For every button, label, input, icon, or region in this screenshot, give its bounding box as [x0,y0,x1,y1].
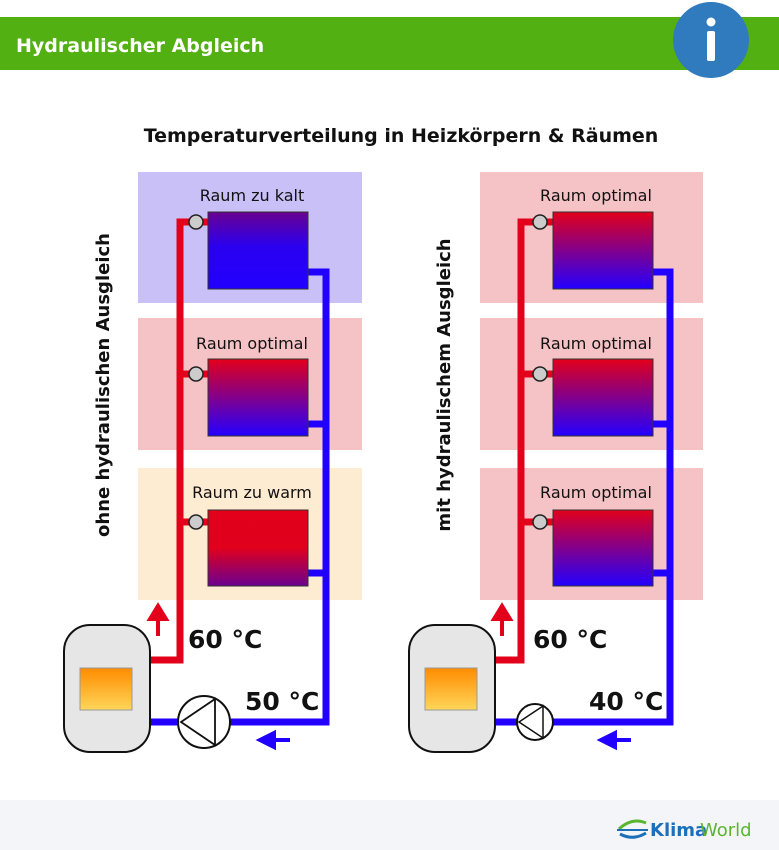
radiator [207,211,309,290]
side-label: mit hydraulischem Ausgleich [434,238,455,531]
return-temp: 50 °C [245,687,319,716]
radiator [552,211,654,290]
svg-text:Klima: Klima [650,820,707,841]
valve-icon [532,514,548,530]
room-label: Raum optimal [540,483,652,502]
supply-temp: 60 °C [188,625,262,654]
side-label: ohne hydraulischen Ausgleich [93,233,114,537]
arrow-left-icon [255,729,290,751]
arrow-up-icon [490,602,514,636]
return-temp: 40 °C [589,687,663,716]
room-label: Raum optimal [540,334,652,353]
pump-icon [177,695,231,749]
footer [0,800,779,850]
arrow-left-icon [596,729,631,751]
radiator [552,358,654,437]
right-system: Raum optimal Raum optimal Raum optimal 6… [408,172,703,753]
radiator [207,358,309,437]
klimaworld-logo: Klima World [617,819,752,841]
room-label: Raum optimal [540,186,652,205]
left-system: Raum zu kalt Raum optimal Raum zu warm 6… [63,172,362,753]
arrow-up-icon [146,602,170,636]
radiator [207,509,309,587]
valve-icon [188,514,204,530]
supply-temp: 60 °C [533,625,607,654]
valve-icon [532,366,548,382]
boiler-icon [63,624,151,753]
valve-icon [532,214,548,230]
valve-icon [188,214,204,230]
valve-icon [188,366,204,382]
header-bar [0,17,779,70]
return-pipe [495,268,674,726]
room-label: Raum zu warm [192,483,312,502]
pump-icon [516,703,554,741]
return-pipe [150,268,330,726]
info-icon[interactable] [673,2,749,78]
radiator [552,509,654,587]
header-title: Hydraulischer Abgleich [16,35,264,57]
room-label: Raum zu kalt [200,186,305,205]
boiler-icon [408,624,496,753]
svg-text:World: World [700,820,752,841]
room-label: Raum optimal [196,334,308,353]
diagram-title: Temperaturverteilung in Heizkörpern & Rä… [144,125,659,147]
